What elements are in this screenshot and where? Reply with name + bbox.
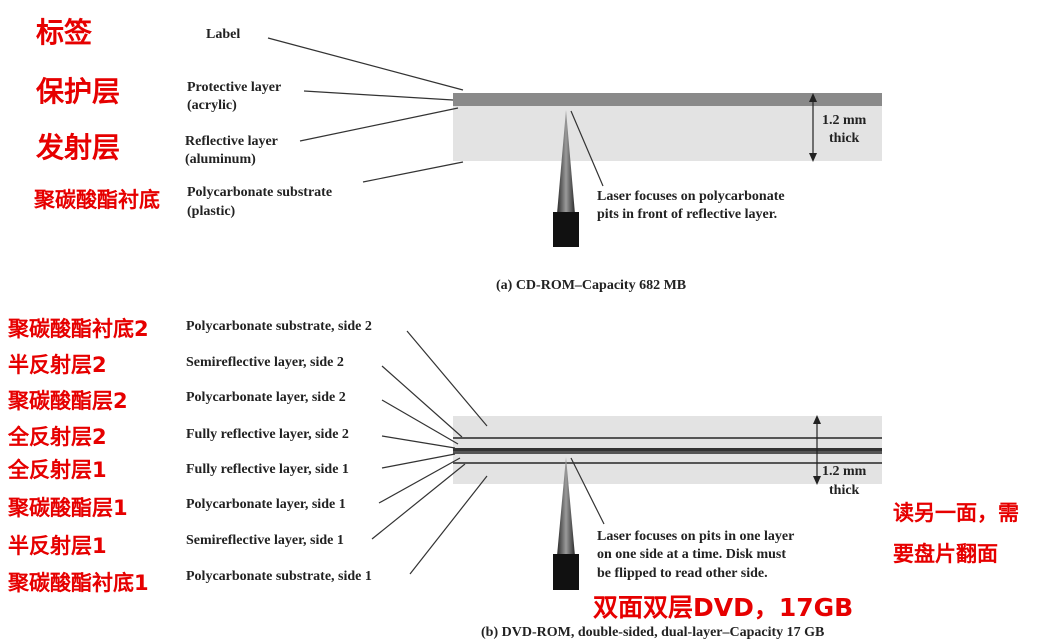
laser-beam-icon <box>557 457 575 556</box>
thickness-arrow-icon <box>813 415 821 485</box>
dvd-leader-2 <box>381 399 459 445</box>
cd-cn-label-2: 发射层 <box>35 131 120 164</box>
dvd-laser-note-line3: be flipped to read other side. <box>597 566 768 581</box>
dvd-leader-7 <box>409 475 488 575</box>
cd-leader-reflective <box>299 107 459 142</box>
dvd-side-note-line2: 要盘片翻面 <box>893 542 998 566</box>
dvd-label-7: Polycarbonate substrate, side 1 <box>186 569 372 584</box>
dvd-label-2: Polycarbonate layer, side 2 <box>186 390 346 405</box>
cd-label-label: Label <box>206 27 240 42</box>
dvd-leader-4 <box>381 453 456 469</box>
cd-laser-note-line1: Laser focuses on polycarbonate <box>597 189 785 204</box>
dvd-cn-label-3: 全反射层2 <box>7 425 107 449</box>
cd-cn-label-3: 聚碳酸酯衬底 <box>33 188 160 212</box>
cd-laser-pointer <box>570 110 604 187</box>
cd-thickness-value: 1.2 mm <box>822 113 867 128</box>
cd-caption: (a) CD-ROM–Capacity 682 MB <box>496 278 686 293</box>
cd-cn-label-0: 标签 <box>36 16 92 49</box>
dvd-cn-label-4: 全反射层1 <box>7 458 107 482</box>
dvd-thickness-unit: thick <box>829 483 860 498</box>
dvd-side-note-line1: 读另一面，需 <box>893 501 1019 525</box>
cd-label-substrate-sub: (plastic) <box>187 204 236 219</box>
dvd-laser-pointer <box>570 457 605 525</box>
dvd-leader-3 <box>381 435 456 449</box>
cd-label-protective-sub: (acrylic) <box>187 98 237 113</box>
thickness-arrow-icon <box>809 93 817 162</box>
cd-thickness-unit: thick <box>829 131 860 146</box>
dvd-label-5: Polycarbonate layer, side 1 <box>186 497 346 512</box>
dvd-cn-label-0: 聚碳酸酯衬底2 <box>7 317 149 341</box>
dvd-cn-label-7: 聚碳酸酯衬底1 <box>7 571 149 595</box>
dvd-rom-section: 聚碳酸酯衬底2 半反射层2 聚碳酸酯层2 全反射层2 全反射层1 聚碳酸酯层1 … <box>7 317 1019 640</box>
dvd-laser-note-line1: Laser focuses on pits in one layer <box>597 529 794 544</box>
dvd-leader-6 <box>371 463 466 540</box>
dvd-title-cn: 双面双层DVD，17GB <box>593 593 853 622</box>
laser-head-icon <box>553 554 579 590</box>
dvd-cn-label-1: 半反射层2 <box>8 353 107 377</box>
dvd-label-4: Fully reflective layer, side 1 <box>186 462 349 477</box>
dvd-label-3: Fully reflective layer, side 2 <box>186 427 349 442</box>
cd-label-reflective-sub: (aluminum) <box>185 152 256 167</box>
dvd-fully-reflective-layer-2 <box>453 448 882 451</box>
laser-beam-icon <box>557 110 575 214</box>
dvd-cn-label-2: 聚碳酸酯层2 <box>7 389 128 413</box>
cd-substrate-layer <box>453 106 882 161</box>
cd-protective-layer <box>453 93 882 106</box>
cd-rom-section: 标签 保护层 发射层 聚碳酸酯衬底 Label Protective layer… <box>33 16 882 293</box>
dvd-fully-reflective-layer-1 <box>453 451 882 454</box>
dvd-leader-0 <box>406 330 488 427</box>
dvd-thickness-value: 1.2 mm <box>822 464 867 479</box>
cd-label-reflective: Reflective layer <box>185 134 278 149</box>
dvd-leader-5 <box>378 457 461 504</box>
cd-leader-substrate <box>362 161 464 183</box>
laser-head-icon <box>553 212 579 247</box>
cd-leader-label <box>267 37 464 91</box>
dvd-cn-label-5: 聚碳酸酯层1 <box>7 496 128 520</box>
dvd-label-6: Semireflective layer, side 1 <box>186 533 344 548</box>
cd-cn-label-1: 保护层 <box>36 75 120 108</box>
dvd-caption: (b) DVD-ROM, double-sided, dual-layer–Ca… <box>481 625 824 640</box>
dvd-label-1: Semireflective layer, side 2 <box>186 355 344 370</box>
cd-laser-note-line2: pits in front of reflective layer. <box>597 207 777 222</box>
cd-label-protective: Protective layer <box>187 80 281 95</box>
cd-leader-protective <box>303 90 454 101</box>
cd-label-substrate: Polycarbonate substrate <box>187 185 332 200</box>
dvd-leader-1 <box>381 365 463 438</box>
dvd-laser-note-line2: on one side at a time. Disk must <box>597 547 786 562</box>
dvd-cn-label-6: 半反射层1 <box>8 534 107 558</box>
dvd-label-0: Polycarbonate substrate, side 2 <box>186 319 372 334</box>
